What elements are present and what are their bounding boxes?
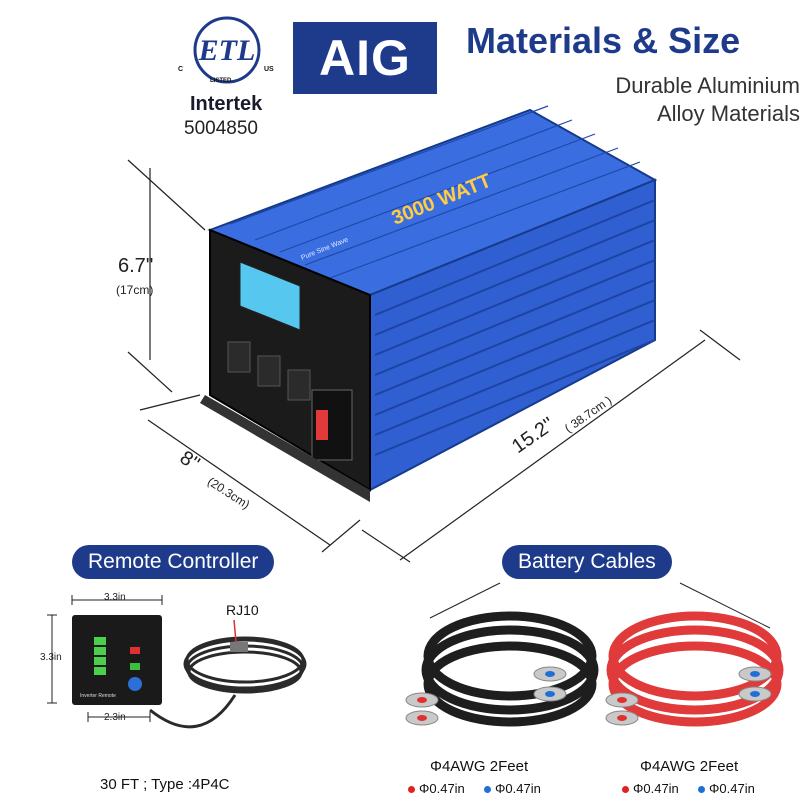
power-button-icon xyxy=(128,677,142,691)
subtitle-line-2: Alloy Materials xyxy=(656,101,800,126)
battery-cables-badge: Battery Cables xyxy=(502,545,672,579)
left-blue-hole: Φ0.47in xyxy=(495,781,541,796)
etl-logo-text: ETL xyxy=(198,34,256,67)
subtitle-line-1: Durable Aluminium xyxy=(615,73,800,98)
ac-outlet-1 xyxy=(227,341,251,373)
right-red-hole: Φ0.47in xyxy=(633,781,679,796)
remote-width-label: 3.3in xyxy=(104,592,126,603)
red-cable-coil xyxy=(606,611,784,727)
ac-outlet-3 xyxy=(287,369,311,401)
inverter-image: 3000 WATT Pure Sine Wave xyxy=(200,105,658,502)
page-title: Materials & Size xyxy=(466,20,741,61)
left-red-hole: Φ0.47in xyxy=(419,781,465,796)
red-dot-icon xyxy=(622,786,629,794)
remote-cable-spec: 30 FT ; Type :4P4C xyxy=(100,776,230,793)
remote-panel-label: Inverter Remote xyxy=(80,693,116,699)
etl-cert-mark: ETL C US LISTED xyxy=(172,10,282,92)
battery-indicator-icon xyxy=(94,637,106,675)
right-cable-holes: Φ0.47in Φ0.47in xyxy=(622,781,755,796)
remote-cable xyxy=(149,619,307,729)
etl-c-mark: C xyxy=(178,66,184,73)
rj10-connector-icon xyxy=(230,642,248,652)
right-cable-spec: Φ4AWG 2Feet xyxy=(640,758,739,775)
battery-cables-image xyxy=(405,582,784,727)
intertek-label: Intertek xyxy=(190,93,263,115)
height-inches: 6.7'' xyxy=(118,255,154,277)
etl-logo-icon: ETL xyxy=(193,16,261,84)
cable-lugs xyxy=(405,666,772,726)
warning-label xyxy=(316,410,328,440)
black-cable-coil xyxy=(421,611,599,727)
etl-listed-text: LISTED xyxy=(210,78,232,84)
remote-dimension-lines xyxy=(47,595,163,722)
power-led-icon xyxy=(130,663,140,670)
lcd-display xyxy=(239,261,301,331)
remote-inner-width-label: 2.3in xyxy=(104,712,126,723)
left-cable-spec: Φ4AWG 2Feet xyxy=(430,758,529,775)
remote-device: Inverter Remote xyxy=(72,615,162,705)
blue-dot-icon xyxy=(698,786,706,794)
remote-controller-badge: Remote Controller xyxy=(72,545,275,579)
fault-led-icon xyxy=(130,647,140,654)
etl-us-mark: US xyxy=(264,66,274,73)
ac-outlet-2 xyxy=(257,355,281,387)
red-dot-icon xyxy=(408,786,415,794)
rj10-label: RJ10 xyxy=(226,602,259,618)
blue-dot-icon xyxy=(484,786,492,794)
left-cable-holes: Φ0.47in Φ0.47in xyxy=(408,781,541,796)
right-blue-hole: Φ0.47in xyxy=(709,781,755,796)
height-cm: (17cm) xyxy=(116,283,154,297)
brand-logo: AIG xyxy=(293,22,437,94)
inverter-base xyxy=(200,395,370,502)
intertek-number: 5004850 xyxy=(184,118,258,139)
material-description: Durable Aluminium Alloy Materials xyxy=(560,72,800,128)
remote-height-label: 3.3in xyxy=(40,652,62,663)
